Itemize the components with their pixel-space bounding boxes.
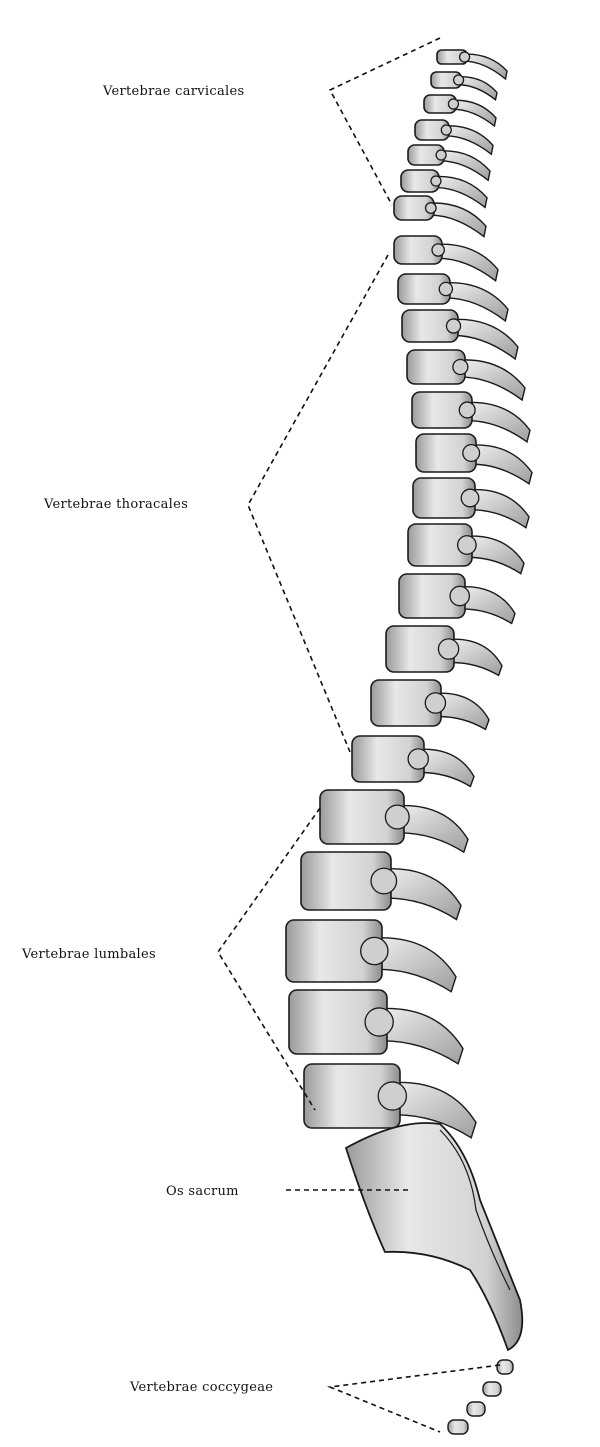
- label-vertebrae-cervicales: Vertebrae carvicales: [103, 84, 245, 99]
- label-vertebrae-coccygeae: Vertebrae coccygeae: [130, 1380, 274, 1395]
- vertebra-facet-12: [458, 401, 476, 419]
- vertebra-facet-18: [424, 692, 447, 714]
- vertebra-facet-7: [424, 202, 437, 214]
- leader-cervical: [328, 37, 441, 206]
- vertebra-facet-11: [452, 358, 469, 376]
- vertebra-facet-6: [430, 175, 442, 187]
- vertebra-facet-5: [435, 149, 447, 161]
- vertebra-facet-19: [407, 748, 430, 770]
- vertebra-process-14: [465, 488, 530, 529]
- vertebra-process-21: [376, 868, 462, 921]
- leader-lines: [217, 37, 501, 1433]
- coccyx-segment-3: [466, 1401, 486, 1417]
- vertebra-process-20: [390, 804, 469, 854]
- vertebra-facet-15: [456, 535, 477, 555]
- vertebral-column: [285, 49, 533, 1435]
- vertebra-process-8: [434, 243, 499, 283]
- vertebra-facet-1: [458, 51, 471, 63]
- vertebra-process-15: [461, 535, 525, 575]
- vertebra-process-4: [443, 125, 494, 156]
- vertebra-process-24: [384, 1081, 477, 1139]
- vertebra-facet-22: [360, 936, 389, 966]
- vertebra-facet-10: [445, 318, 462, 334]
- vertebra-process-3: [450, 99, 497, 128]
- vertebra-process-5: [437, 150, 491, 182]
- vertebra-facet-13: [462, 443, 481, 463]
- vertebra-process-7: [427, 202, 487, 238]
- vertebra-facet-21: [370, 867, 398, 895]
- leader-lumbar: [217, 807, 321, 1111]
- label-os-sacrum: Os sacrum: [166, 1184, 239, 1199]
- vertebra-facet-2: [452, 74, 465, 86]
- vertebra-process-12: [462, 401, 531, 444]
- vertebra-facet-17: [437, 638, 460, 660]
- vertebra-process-22: [366, 937, 457, 993]
- vertebra-process-23: [371, 1007, 464, 1065]
- vertebra-facet-20: [384, 804, 410, 830]
- vertebra-process-9: [441, 282, 509, 323]
- leader-thoracic: [247, 254, 389, 753]
- label-vertebrae-thoracales: Vertebrae thoracales: [44, 497, 189, 512]
- vertebra-process-11: [455, 359, 526, 402]
- vertebra-facet-16: [449, 585, 471, 607]
- vertebra-process-10: [448, 318, 519, 361]
- leader-coccyx: [326, 1364, 501, 1433]
- vertebra-process-1: [461, 53, 508, 81]
- vertebra-facet-9: [438, 281, 454, 297]
- vertebra-process-6: [432, 175, 488, 209]
- coccyx-segment-2: [482, 1381, 502, 1397]
- vertebra-facet-23: [364, 1007, 394, 1037]
- vertebra-process-13: [466, 444, 533, 485]
- vertebra-facet-8: [431, 243, 445, 257]
- sacrum-shape: [344, 1122, 524, 1352]
- vertebra-facet-14: [460, 488, 480, 508]
- coccyx-segment-1: [496, 1359, 514, 1375]
- coccyx-segment-4: [447, 1419, 469, 1435]
- vertebra-facet-24: [377, 1081, 408, 1111]
- vertebra-process-2: [455, 75, 498, 102]
- vertebra-facet-4: [440, 124, 452, 136]
- vertebra-process-16: [454, 585, 516, 625]
- sacrum-ridge: [439, 1129, 511, 1291]
- vertebra-facet-3: [447, 98, 460, 110]
- label-vertebrae-lumbales: Vertebrae lumbales: [22, 947, 156, 962]
